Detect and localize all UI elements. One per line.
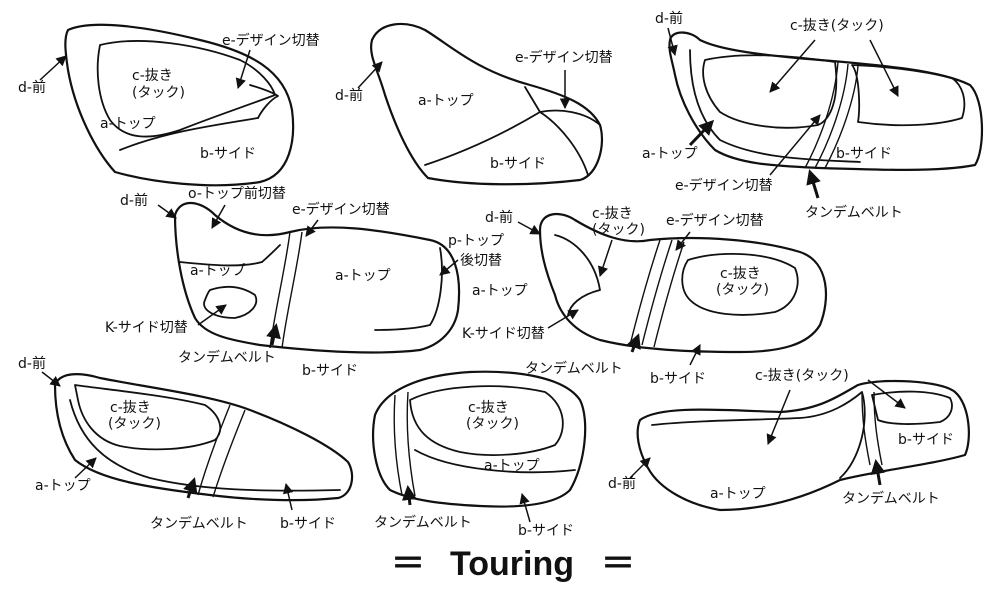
label-a-top-4b: a-トップ bbox=[335, 268, 391, 284]
label-tandem-4: タンデムベルト bbox=[178, 349, 276, 366]
label-b-side-2: b-サイド bbox=[490, 156, 546, 172]
label-b-side-3: b-サイド bbox=[836, 146, 892, 162]
label-a-top-7: a-トップ bbox=[484, 458, 540, 474]
label-a-top-5: a-トップ bbox=[472, 283, 528, 299]
label-c-tack-paren-6: (タック) bbox=[108, 416, 161, 432]
label-d-mae-8: d-前 bbox=[608, 475, 636, 492]
seat-5: c-抜き (タック) e-デザイン切替 d-前 c-抜き (タック) a-トップ… bbox=[462, 206, 828, 387]
label-k-side-4: K-サイド切替 bbox=[105, 320, 188, 336]
seat-8: c-抜き(タック) b-サイド d-前 a-トップ タンデムベルト bbox=[608, 368, 970, 512]
label-c-tack-paren-1: (タック) bbox=[132, 85, 185, 101]
label-p-top-4: p-トップ bbox=[448, 233, 504, 249]
label-d-mae-4: d-前 bbox=[120, 192, 148, 209]
label-c-tack-5b: c-抜き bbox=[720, 266, 761, 282]
seat-3: c-抜き(タック) d-前 a-トップ b-サイド e-デザイン切替 タンデムベ… bbox=[642, 10, 983, 221]
label-a-top-8: a-トップ bbox=[710, 486, 766, 502]
seat-4: o-トップ前切替 e-デザイン切替 d-前 a-トップ a-トップ p-トップ … bbox=[105, 185, 504, 379]
seat-1: e-デザイン切替 c-抜き (タック) a-トップ b-サイド d-前 bbox=[18, 23, 320, 187]
title-touring: Touring bbox=[450, 545, 574, 583]
label-c-tack-5: c-抜き bbox=[592, 206, 633, 222]
label-b-side-6: b-サイド bbox=[280, 516, 336, 532]
label-d-mae-5: d-前 bbox=[485, 209, 513, 226]
label-tandem-3: タンデムベルト bbox=[805, 204, 903, 221]
label-e-design-2: e-デザイン切替 bbox=[515, 49, 613, 66]
label-c-tack-paren-5b: (タック) bbox=[716, 282, 769, 298]
label-e-design-5: e-デザイン切替 bbox=[666, 212, 764, 229]
label-tandem-7: タンデムベルト bbox=[374, 514, 472, 531]
seat-6: d-前 c-抜き (タック) a-トップ タンデムベルト b-サイド bbox=[18, 355, 354, 532]
label-tandem-8: タンデムベルト bbox=[842, 490, 940, 507]
label-e-design-4: e-デザイン切替 bbox=[292, 201, 390, 218]
label-d-mae-1: d-前 bbox=[18, 79, 46, 96]
label-a-top-2: a-トップ bbox=[418, 93, 474, 109]
label-c-tack-3: c-抜き(タック) bbox=[790, 18, 884, 34]
label-a-top-6: a-トップ bbox=[35, 478, 91, 494]
label-a-top-4a: a-トップ bbox=[190, 263, 246, 279]
label-o-top-mae-4: o-トップ前切替 bbox=[188, 185, 286, 202]
label-b-side-7: b-サイド bbox=[518, 523, 574, 539]
label-c-tack-1: c-抜き bbox=[132, 68, 173, 84]
label-e-design-3: e-デザイン切替 bbox=[675, 177, 773, 194]
label-b-side-4: b-サイド bbox=[302, 363, 358, 379]
label-tandem-5: タンデムベルト bbox=[525, 360, 623, 377]
label-k-side-5: K-サイド切替 bbox=[462, 326, 545, 342]
label-d-mae-6: d-前 bbox=[18, 355, 46, 372]
label-b-side-5: b-サイド bbox=[650, 371, 706, 387]
label-d-mae-3: d-前 bbox=[655, 10, 683, 27]
label-c-tack-paren-7: (タック) bbox=[466, 416, 519, 432]
label-c-tack-8: c-抜き(タック) bbox=[755, 368, 849, 384]
label-a-top-3: a-トップ bbox=[642, 146, 698, 162]
label-a-top-1: a-トップ bbox=[100, 116, 156, 132]
label-b-side-8: b-サイド bbox=[898, 432, 954, 448]
label-c-tack-paren-5: (タック) bbox=[592, 222, 645, 238]
title-eq-right: ＝ bbox=[601, 545, 635, 583]
label-c-tack-7: c-抜き bbox=[468, 400, 509, 416]
label-tandem-6: タンデムベルト bbox=[150, 515, 248, 532]
label-p-top-2-4: 後切替 bbox=[460, 253, 502, 269]
label-b-side-1: b-サイド bbox=[200, 146, 256, 162]
footer-title: ＝ Touring ＝ bbox=[391, 545, 635, 583]
label-c-tack-6: c-抜き bbox=[110, 400, 151, 416]
seat-2: e-デザイン切替 a-トップ b-サイド d-前 bbox=[335, 23, 613, 186]
title-eq-left: ＝ bbox=[391, 545, 425, 583]
label-d-mae-2: d-前 bbox=[335, 87, 363, 104]
label-e-design-1: e-デザイン切替 bbox=[222, 32, 320, 49]
seat-7: c-抜き (タック) a-トップ タンデムベルト b-サイド bbox=[372, 370, 587, 539]
